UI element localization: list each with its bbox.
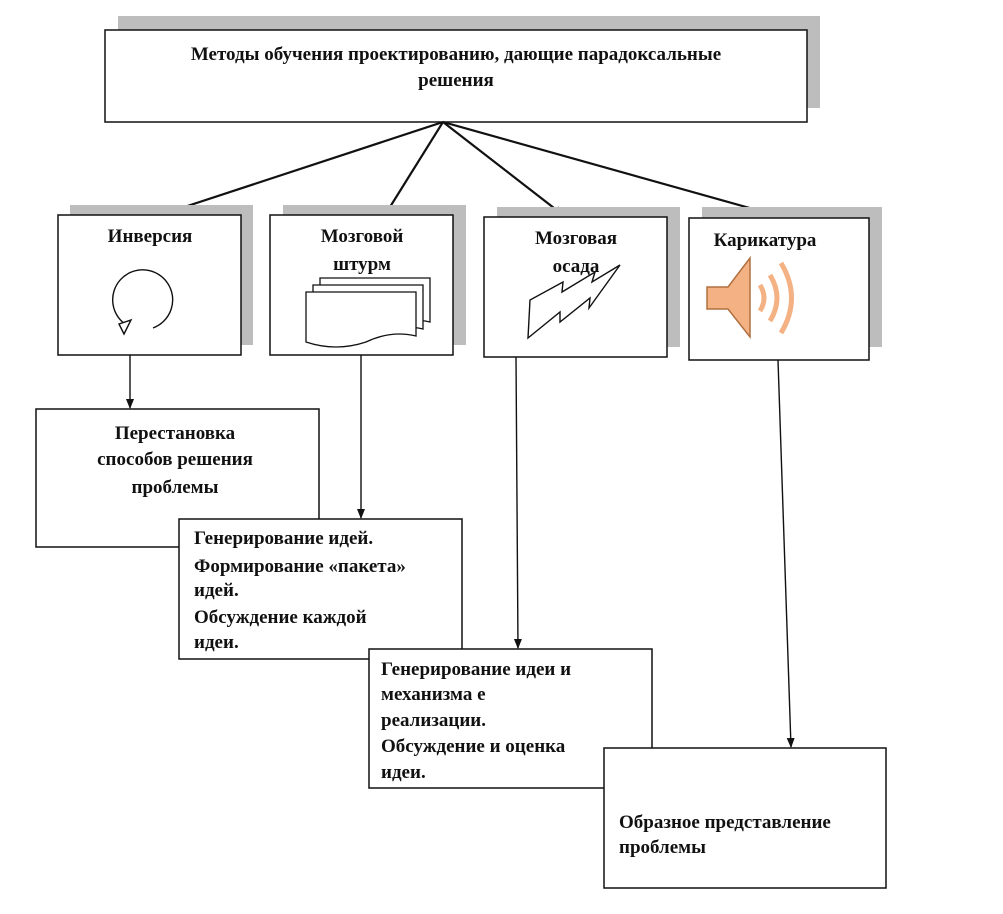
description-caricature-line-1: Образное представление — [619, 812, 831, 833]
method-inversion-frame — [57, 214, 242, 356]
description-brainstorm-line-5: идеи. — [194, 632, 239, 653]
title-box-frame — [104, 29, 808, 123]
description-siege-line-5: идеи. — [381, 762, 426, 783]
speaker-icon — [706, 255, 794, 340]
method-caricature: Карикатура — [688, 207, 882, 361]
description-siege-line-4: Обсуждение и оценка — [381, 736, 566, 757]
title-box: Методы обучения проектированию, дающие п… — [104, 16, 820, 123]
description-siege-line-1: Генерирование идеи и — [381, 659, 571, 680]
connector-arrows — [159, 120, 797, 223]
arrow-to-siege — [442, 121, 564, 216]
arrow-caricature-down — [777, 359, 795, 748]
description-siege-line-3: реализации. — [381, 710, 486, 731]
arrow-to-inversion — [159, 120, 444, 217]
description-siege-line-2: механизма е — [381, 684, 486, 705]
description-inversion-line-1: Перестановка — [115, 423, 236, 444]
description-caricature: Образное представление проблемы — [603, 747, 887, 889]
arrow-to-caricature — [442, 120, 797, 223]
method-caricature-label: Карикатура — [714, 230, 817, 251]
description-caricature-frame — [603, 747, 887, 889]
method-siege-label-2: осада — [553, 256, 600, 277]
method-brainstorm: Мозговой штурм — [269, 205, 466, 356]
rotation-arrow-icon — [111, 269, 174, 336]
method-inversion: Инверсия — [57, 205, 253, 356]
title-line-2: решения — [418, 70, 494, 91]
description-inversion-line-3: проблемы — [132, 477, 219, 498]
arrow-siege-down — [513, 356, 522, 649]
title-line-1: Методы обучения проектированию, дающие п… — [191, 44, 721, 65]
description-brainstorm: Генерирование идей. Формирование «пакета… — [178, 518, 463, 660]
method-siege-label-1: Мозговая — [535, 228, 617, 249]
arrow-to-brainstorm — [384, 121, 444, 216]
document-stack-icon — [305, 277, 431, 348]
description-brainstorm-frame — [178, 518, 463, 660]
method-brainstorm-label-1: Мозговой — [321, 226, 404, 247]
description-caricature-line-2: проблемы — [619, 837, 706, 858]
method-siege: Мозговая осада — [483, 207, 680, 358]
description-brainstorm-line-3: идей. — [194, 580, 239, 601]
description-brainstorm-line-2: Формирование «пакета» — [194, 556, 406, 577]
description-brainstorm-line-4: Обсуждение каждой — [194, 607, 367, 628]
lightning-bolt-icon — [527, 264, 621, 340]
description-brainstorm-line-1: Генерирование идей. — [194, 528, 373, 549]
vertical-arrows — [126, 355, 795, 748]
method-inversion-label: Инверсия — [108, 226, 193, 247]
method-brainstorm-label-2: штурм — [333, 254, 391, 275]
description-inversion-line-2: способов решения — [97, 449, 253, 470]
